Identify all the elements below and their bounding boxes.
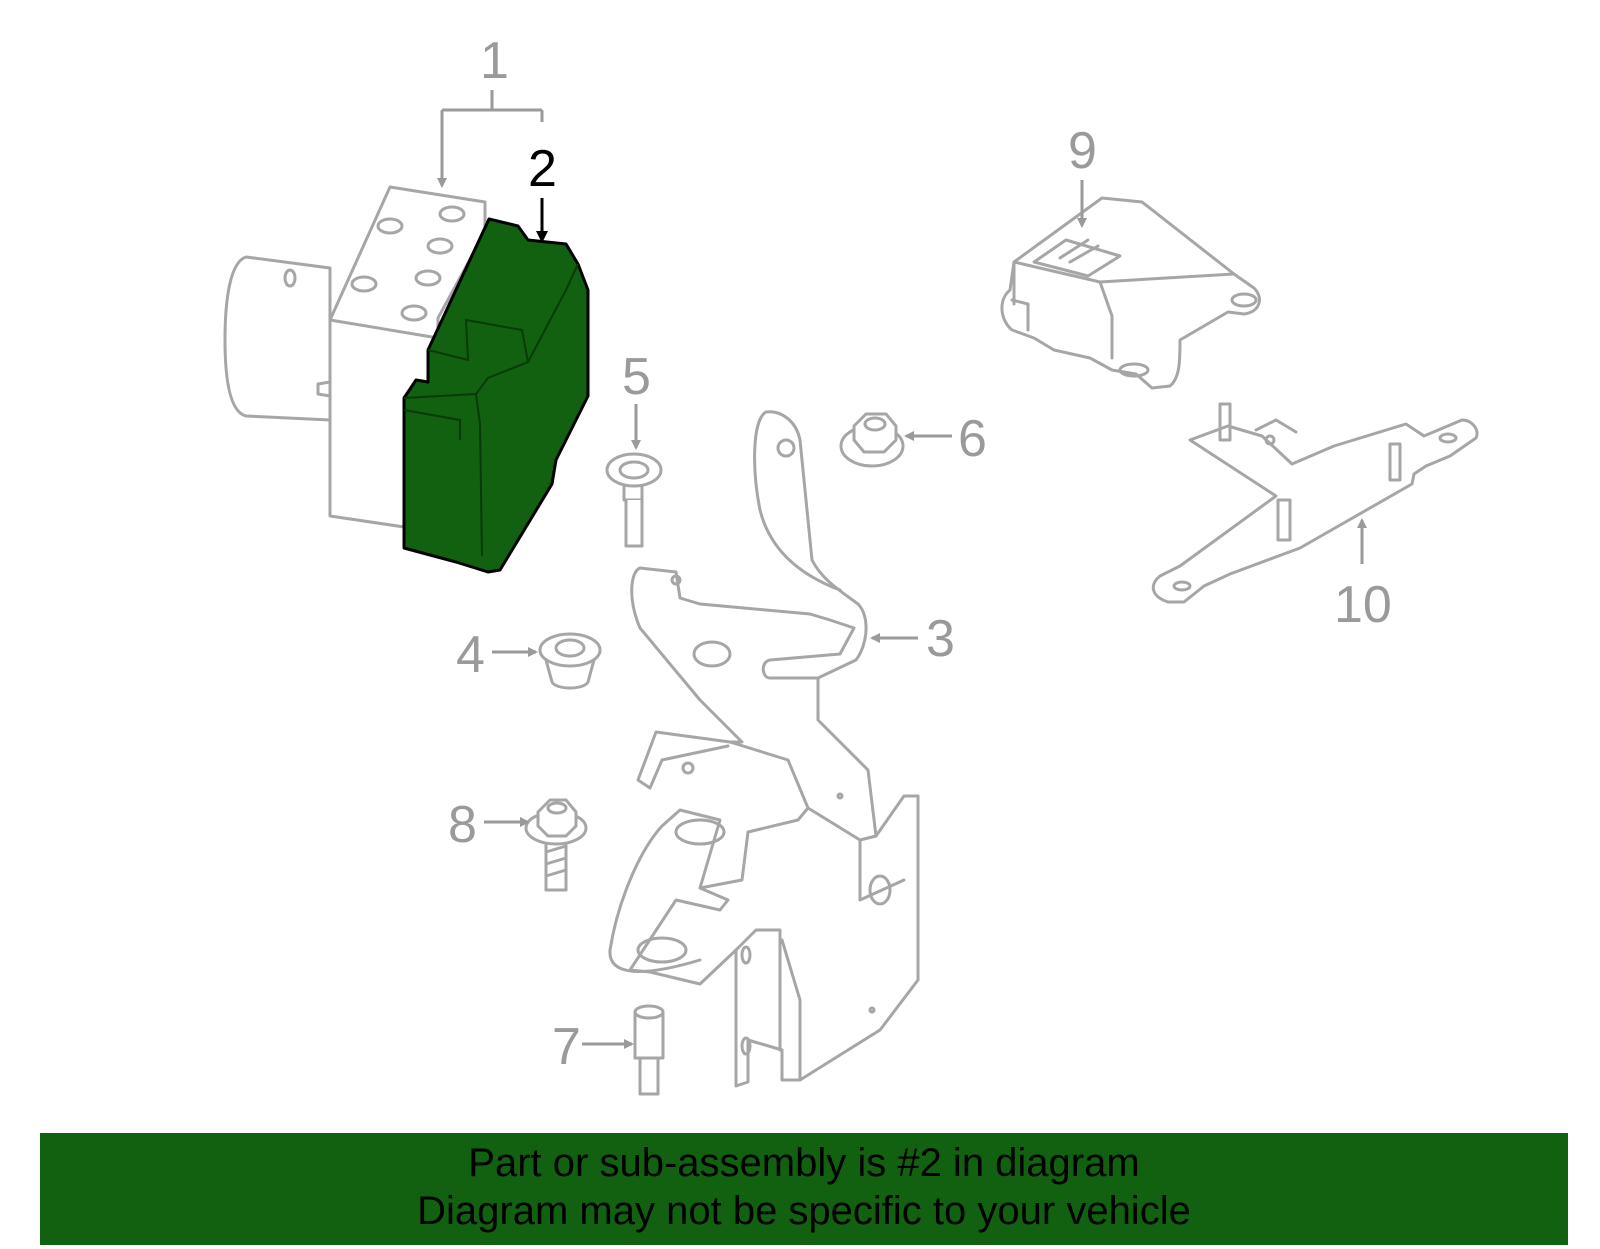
callout-4: 4: [456, 626, 485, 684]
part-3-bracket: [608, 410, 920, 1088]
part-9-sensor-module: [1000, 196, 1261, 390]
part-4-grommet: [538, 632, 602, 690]
banner-line-1: Part or sub-assembly is #2 in diagram: [468, 1141, 1140, 1185]
part-2-control-module: [402, 217, 590, 574]
info-banner: Part or sub-assembly is #2 in diagram Di…: [40, 1133, 1568, 1245]
part-6-nut: [839, 412, 905, 468]
part-10-mount-bracket: [1151, 402, 1479, 604]
banner-line-2: Diagram may not be specific to your vehi…: [417, 1189, 1191, 1233]
callout-9: 9: [1068, 122, 1097, 180]
callout-2: 2: [528, 140, 557, 198]
part-8-bolt: [524, 798, 588, 892]
leader-1: [437, 90, 544, 188]
callout-1: 1: [480, 32, 509, 90]
callout-5: 5: [622, 348, 651, 406]
callout-10: 10: [1334, 576, 1392, 634]
part-7-spacer: [633, 1004, 665, 1096]
callout-7: 7: [552, 1018, 581, 1076]
callout-3: 3: [926, 610, 955, 668]
part-5-pin: [605, 452, 663, 548]
callout-8: 8: [448, 796, 477, 854]
callout-6: 6: [958, 410, 987, 468]
